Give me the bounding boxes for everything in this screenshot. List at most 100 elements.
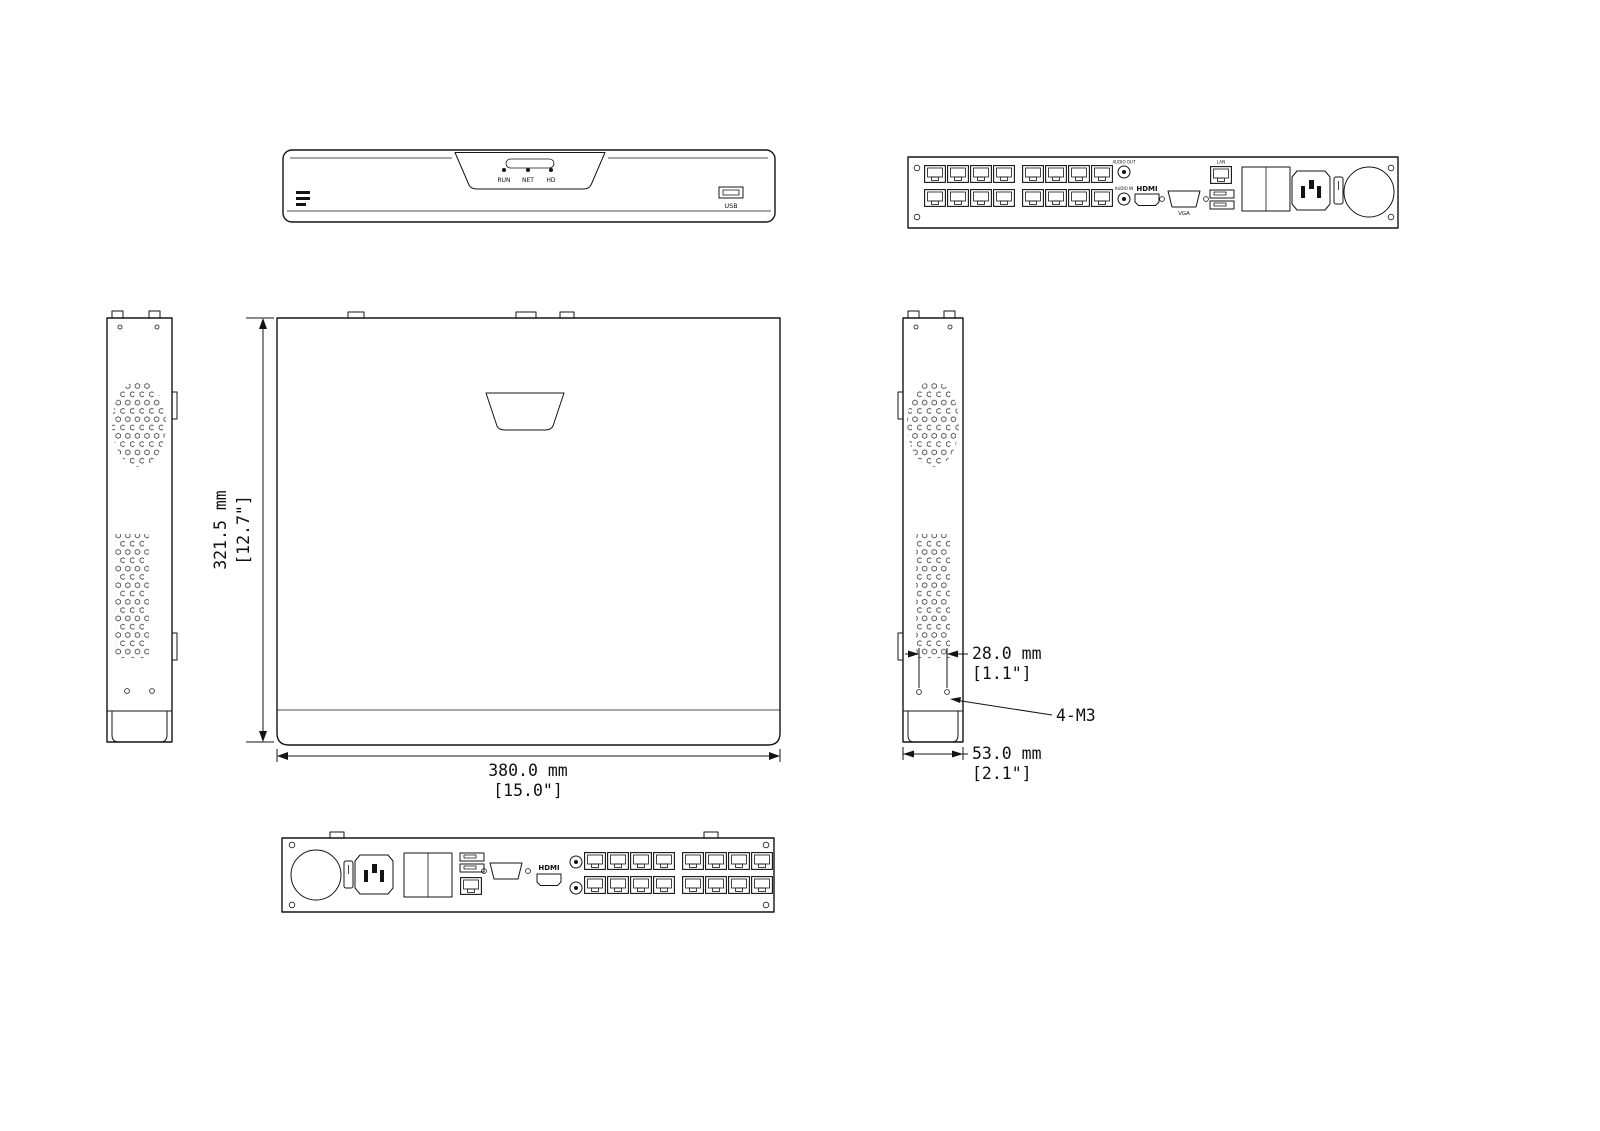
usb-port <box>1209 200 1235 210</box>
right-side-rail-lug <box>897 391 904 420</box>
poe-port <box>1022 165 1044 183</box>
bottom-screw-hole <box>288 901 296 909</box>
bottom-top-tab <box>329 831 345 839</box>
dimension-hole-spacing: 28.0 mm [1.1"] <box>905 644 1042 688</box>
power-inlet-pin <box>380 870 384 882</box>
poe-port <box>1045 189 1067 207</box>
audio-jack <box>569 881 583 895</box>
lan-label: LAN <box>1217 160 1225 165</box>
right-side-foot <box>907 711 959 743</box>
left-side-screw-hole <box>117 324 123 330</box>
right-vent-cluster-top <box>907 381 959 467</box>
poe-port <box>1068 189 1090 207</box>
front-recess-panel <box>454 152 606 190</box>
hd-led <box>549 168 553 172</box>
left-side-rail-lug <box>171 391 178 420</box>
audio-out-jack <box>1117 165 1131 179</box>
dimension-height: 321.5 mm [12.7"] <box>211 317 274 743</box>
poe-port <box>1091 189 1113 207</box>
audio-out-jack-pin <box>1122 170 1126 174</box>
hole-dim-inch: [1.1"] <box>972 664 1032 683</box>
poe-port <box>924 165 946 183</box>
poe-port <box>584 852 606 870</box>
power-switch <box>1333 176 1344 205</box>
audio-jack-pin <box>574 860 578 864</box>
poe-port <box>993 165 1015 183</box>
width-dim-mm: 380.0 mm <box>488 761 568 780</box>
top-view-handle-recess <box>485 392 565 431</box>
usb-port <box>459 852 485 862</box>
power-inlet-pin <box>1301 186 1305 198</box>
right-vent-cluster-bottom <box>916 534 950 658</box>
right-side-screw-hole <box>947 324 953 330</box>
bottom-top-tab <box>703 831 719 839</box>
poe-port <box>653 876 675 894</box>
left-vent-cluster-top <box>112 381 166 467</box>
power-inlet-pin <box>372 864 377 873</box>
vga-screw <box>525 868 531 874</box>
front-handle-slot <box>505 158 555 169</box>
front-usb-port <box>718 186 744 199</box>
vga-label: VGA <box>1178 211 1190 217</box>
rear-view: AUDIO OUT AUDIO IN HDMI VGA LAN <box>907 156 1399 229</box>
power-inlet <box>354 854 394 895</box>
audio-jack <box>569 855 583 869</box>
poe-port <box>924 189 946 207</box>
audio-in-label: AUDIO IN <box>1115 186 1134 191</box>
right-side-mount-hole <box>944 689 950 695</box>
front-view: RUN NET HD USB <box>282 149 776 223</box>
brand-logo <box>296 203 306 206</box>
usb-port <box>459 863 485 873</box>
right-side-screw-hole <box>913 324 919 330</box>
right-side-top-tab <box>943 310 956 319</box>
dimension-width: 380.0 mm [15.0"] <box>276 749 781 800</box>
power-inlet <box>1291 170 1331 211</box>
dimension-depth: 53.0 mm [2.1"] <box>902 744 1042 783</box>
poe-port <box>970 165 992 183</box>
poe-port <box>728 852 750 870</box>
poe-port <box>728 876 750 894</box>
right-side-top-tab <box>907 310 920 319</box>
left-vent-cluster-bottom <box>115 534 149 658</box>
lan-port <box>1210 166 1232 184</box>
rear-screw-hole <box>913 164 921 172</box>
rear-screw-hole <box>913 213 921 221</box>
poe-port <box>947 165 969 183</box>
vga-port <box>1167 190 1201 208</box>
hd-led-label: HD <box>546 177 556 184</box>
hdmi-logo: HDMI <box>1136 185 1157 193</box>
right-side-mount-hole <box>916 689 922 695</box>
vga-port <box>489 862 523 880</box>
rear-screw-hole <box>1387 164 1395 172</box>
left-side-view <box>106 310 178 743</box>
usb-port-tongue <box>1213 191 1227 196</box>
bottom-rear-view: HDMI <box>281 831 775 913</box>
bottom-chassis-outline <box>281 837 775 913</box>
hdmi-port <box>1134 193 1160 206</box>
power-inlet-pin <box>1309 180 1314 189</box>
left-side-foot <box>111 711 168 743</box>
poe-port <box>705 852 727 870</box>
bottom-screw-hole <box>762 841 770 849</box>
poe-port <box>584 876 606 894</box>
poe-port <box>947 189 969 207</box>
net-led-label: NET <box>522 177 534 184</box>
brand-logo <box>296 197 310 200</box>
right-side-rail-lug <box>897 632 904 661</box>
brand-logo <box>296 191 310 194</box>
height-dim-inch: [12.7"] <box>234 495 253 565</box>
poe-port <box>751 876 773 894</box>
depth-dim-mm: 53.0 mm <box>972 744 1042 763</box>
screw-callout: 4-M3 <box>950 697 1096 725</box>
left-side-rail-lug <box>171 632 178 661</box>
power-inlet-pin <box>1317 186 1321 198</box>
fan-grille <box>1343 166 1395 218</box>
poe-port <box>993 189 1015 207</box>
audio-in-jack <box>1117 192 1131 206</box>
width-dim-inch: [15.0"] <box>493 781 563 800</box>
bottom-screw-hole <box>762 901 770 909</box>
vga-screw <box>481 868 487 874</box>
rear-chassis-outline <box>907 156 1399 229</box>
